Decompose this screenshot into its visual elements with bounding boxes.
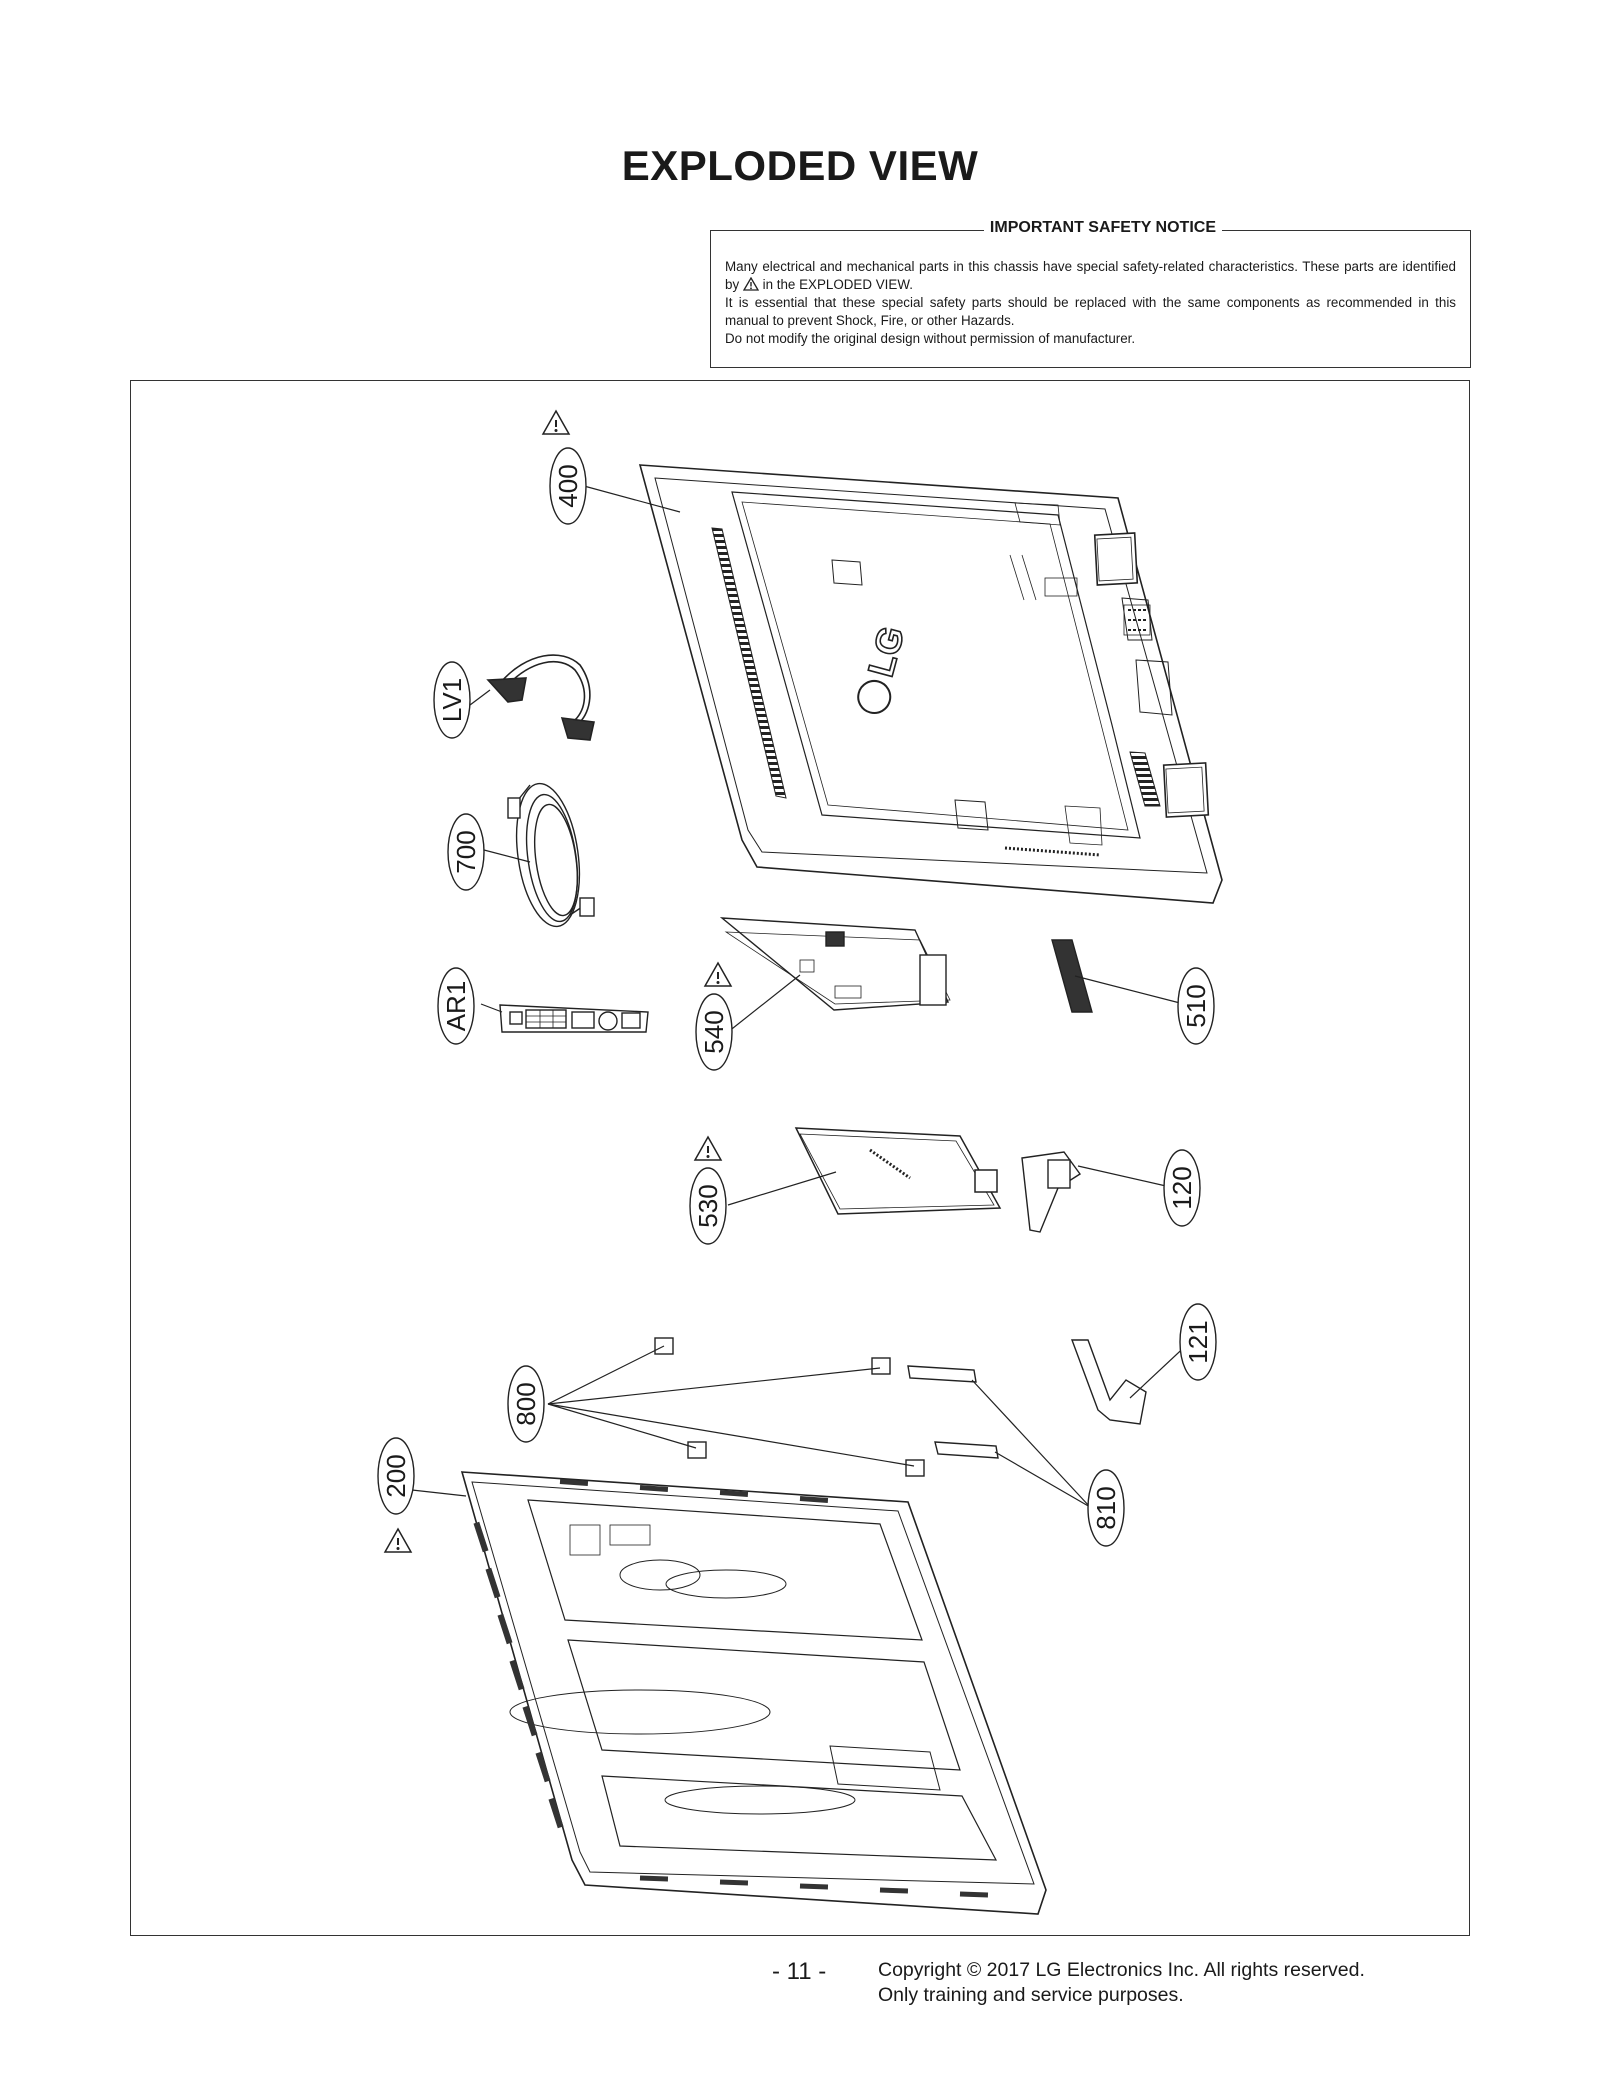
callout-121: 121	[1179, 1303, 1217, 1381]
callout-540: 540	[695, 993, 733, 1071]
warning-triangle-icon	[742, 277, 759, 291]
lvds-cable-part	[486, 654, 595, 741]
rear-frame-slots	[473, 1479, 989, 1898]
page-title: EXPLODED VIEW	[621, 142, 979, 189]
stand-bracket-120-part	[1021, 1151, 1082, 1233]
callout-400: 400	[549, 447, 587, 525]
safety-notice-line-1: Many electrical and mechanical parts in …	[725, 259, 1456, 292]
connector-strip	[1123, 604, 1151, 636]
svg-text:120: 120	[1167, 1166, 1197, 1209]
leader-lines	[411, 485, 1193, 1508]
callout-lv1: LV1	[433, 661, 471, 739]
main-board-part	[719, 917, 951, 1011]
copyright-line-1: Copyright © 2017 LG Electronics Inc. All…	[878, 1959, 1365, 1981]
rear-frame-part	[460, 1471, 1047, 1915]
power-supply-part	[794, 1127, 1002, 1215]
safety-notice-body: Many electrical and mechanical parts in …	[725, 258, 1456, 348]
ir-board-part	[1051, 939, 1093, 1013]
power-cord-part	[507, 782, 595, 928]
svg-text:800: 800	[511, 1382, 541, 1425]
svg-text:510: 510	[1181, 984, 1211, 1027]
callout-800: 800	[507, 1365, 545, 1443]
safety-notice-box: IMPORTANT SAFETY NOTICE Many electrical …	[710, 219, 1471, 368]
svg-text:AR1: AR1	[441, 981, 471, 1032]
copyright-notice: Copyright © 2017 LG Electronics Inc. All…	[878, 1958, 1365, 2008]
svg-text:540: 540	[699, 1010, 729, 1053]
callout-ar1: AR1	[437, 967, 475, 1045]
page-number: - 11 -	[772, 1958, 827, 1985]
safety-notice-line-3: Do not modify the original design withou…	[725, 331, 1136, 346]
svg-text:700: 700	[451, 830, 481, 873]
stand-bracket-121-part	[1070, 1339, 1147, 1425]
warning-triangle-icon	[542, 410, 570, 435]
warning-triangle-icon	[704, 962, 732, 987]
svg-text:400: 400	[553, 464, 583, 507]
copyright-line-2: Only training and service purposes.	[878, 1984, 1184, 2006]
callout-200: 200	[377, 1437, 415, 1515]
callout-530: 530	[689, 1167, 727, 1245]
back-cover-part	[638, 464, 1223, 904]
callout-810: 810	[1087, 1469, 1125, 1547]
callout-510: 510	[1177, 967, 1215, 1045]
svg-text:121: 121	[1183, 1320, 1213, 1363]
callout-700: 700	[447, 813, 485, 891]
remote-control-part	[499, 1004, 649, 1033]
safety-notice-line-2: It is essential that these special safet…	[725, 295, 1456, 328]
svg-text:530: 530	[693, 1184, 723, 1227]
bracket-810-parts	[907, 1365, 999, 1459]
svg-text:LV1: LV1	[437, 678, 467, 722]
warning-triangle-icon	[694, 1136, 722, 1161]
callout-120: 120	[1163, 1149, 1201, 1227]
bracket-800-parts	[654, 1337, 925, 1477]
svg-text:200: 200	[381, 1454, 411, 1497]
safety-notice-heading: IMPORTANT SAFETY NOTICE	[983, 219, 1222, 236]
warning-triangle-icon	[384, 1528, 412, 1553]
svg-text:810: 810	[1091, 1486, 1121, 1529]
diagram-frame	[130, 380, 1470, 1936]
vent-slot-right	[1129, 751, 1161, 807]
vent-slot-left	[711, 527, 787, 799]
